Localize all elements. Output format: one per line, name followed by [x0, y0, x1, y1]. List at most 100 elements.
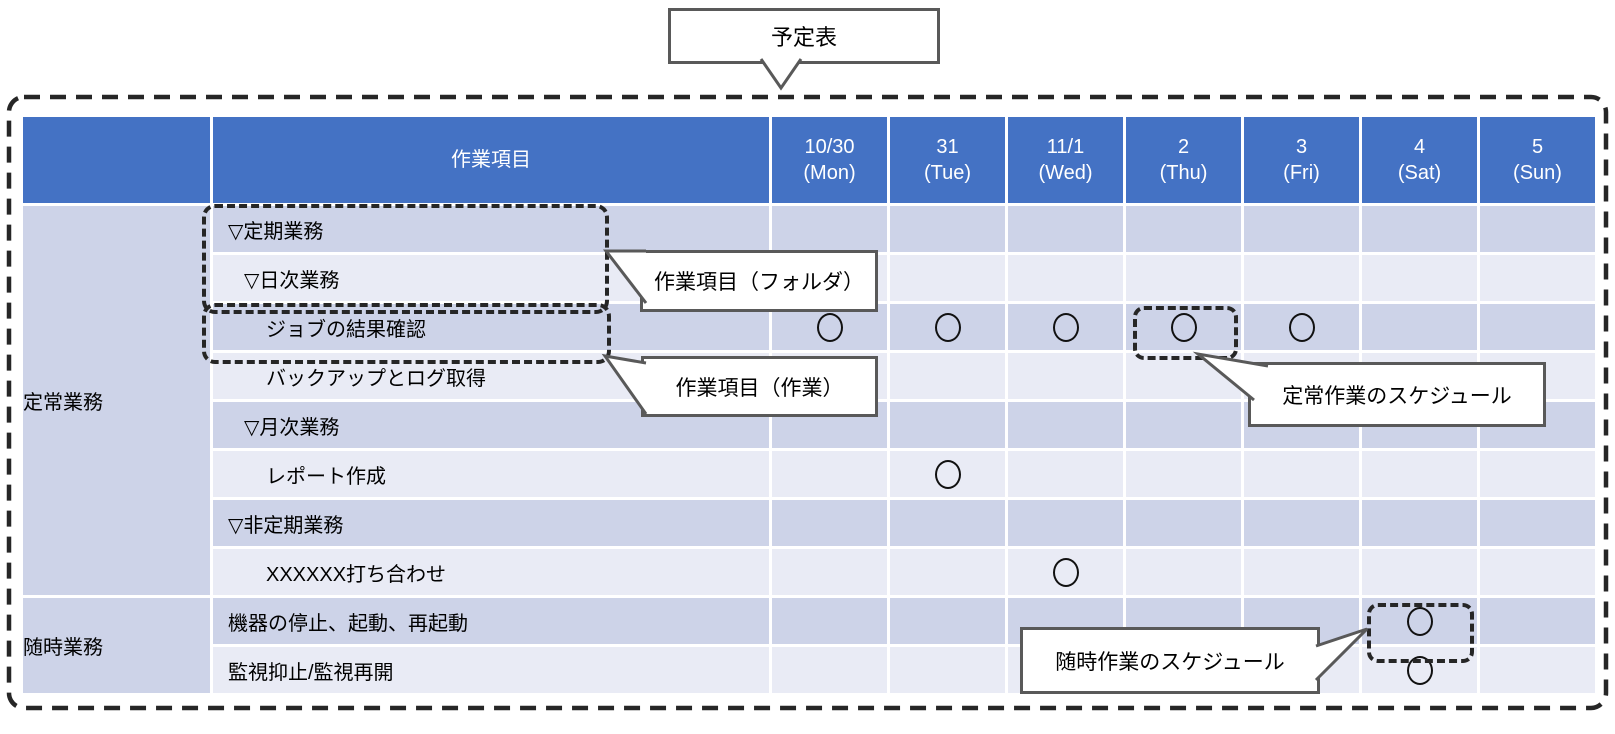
regular-schedule-callout: 定常作業のスケジュール	[1248, 362, 1546, 427]
day-header-dow: (Mon)	[803, 162, 856, 184]
day-header-wed: 11/1(Wed)	[1008, 117, 1123, 203]
folder-item-callout-label: 作業項目（フォルダ）	[654, 271, 864, 294]
day-header-date: 10/30	[804, 136, 855, 158]
schedule-cell	[1244, 549, 1359, 595]
schedule-cell	[1244, 304, 1359, 350]
day-header-tue: 31 (Tue)	[890, 117, 1005, 203]
schedule-cell	[1008, 304, 1123, 350]
table-row: ▽非定期業務	[23, 500, 1595, 546]
schedule-cell	[890, 206, 1005, 252]
schedule-cell	[1008, 255, 1123, 301]
item-label-cell: ▽非定期業務	[213, 500, 769, 546]
day-header-dow: (Sun)	[1513, 162, 1562, 184]
schedule-cell	[1008, 451, 1123, 497]
schedule-cell	[772, 206, 887, 252]
day-header-sun: 5 (Sun)	[1480, 117, 1595, 203]
schedule-cell	[890, 500, 1005, 546]
schedule-cell	[1244, 206, 1359, 252]
table-header: 作業項目 10/30 (Mon) 31 (Tue) 11/1(Wed) 2 (Thu) 3 (Fr…	[23, 117, 1595, 203]
schedule-cell	[890, 402, 1005, 448]
schedule-cell	[1244, 500, 1359, 546]
group-cell: 随時業務	[23, 598, 210, 693]
schedule-cell	[772, 500, 887, 546]
schedule-cell	[1244, 255, 1359, 301]
schedule-cell	[1126, 402, 1241, 448]
task-item-dashed-box	[202, 303, 611, 364]
schedule-cell	[1362, 206, 1477, 252]
circle-mark	[1288, 312, 1315, 342]
schedule-cell	[1126, 206, 1241, 252]
regular-schedule-callout-label: 定常作業のスケジュール	[1282, 384, 1512, 408]
table-row: 監視抑止/監視再開	[23, 647, 1595, 693]
schedule-cell	[1480, 304, 1595, 350]
corner-header-cell	[23, 117, 210, 203]
day-header-date: 5	[1531, 136, 1544, 158]
schedule-cell	[1008, 500, 1123, 546]
day-header-date: 31	[936, 136, 959, 158]
schedule-cell	[890, 304, 1005, 350]
circle-mark	[934, 312, 961, 342]
schedule-cell	[890, 598, 1005, 644]
day-header-dow: (Fri)	[1283, 162, 1320, 184]
schedule-cell	[1480, 500, 1595, 546]
schedule-cell	[772, 598, 887, 644]
item-column-header: 作業項目	[213, 117, 769, 203]
folder-item-callout: 作業項目（フォルダ）	[640, 250, 878, 312]
schedule-cell	[1008, 402, 1123, 448]
folder-items-dashed-box	[202, 204, 609, 314]
schedule-cell	[1480, 598, 1595, 644]
circle-mark	[934, 459, 961, 489]
schedule-cell	[1362, 549, 1477, 595]
schedule-cell	[1126, 500, 1241, 546]
day-header-thu: 2 (Thu)	[1126, 117, 1241, 203]
schedule-cell	[1480, 206, 1595, 252]
schedule-cell	[890, 647, 1005, 693]
adhoc-schedule-callout: 随時作業のスケジュール	[1020, 627, 1320, 694]
schedule-cell	[890, 549, 1005, 595]
schedule-cell	[772, 451, 887, 497]
title-callout: 予定表	[668, 8, 940, 64]
item-label-cell: レポート作成	[213, 451, 769, 497]
adhoc-schedule-mark-dashed-box	[1367, 603, 1474, 663]
table-row: 随時業務機器の停止、起動、再起動	[23, 598, 1595, 693]
schedule-cell	[1362, 451, 1477, 497]
schedule-cell	[1362, 304, 1477, 350]
day-header-dow: (Wed)	[1038, 162, 1093, 184]
schedule-cell	[1126, 255, 1241, 301]
schedule-cell	[1480, 647, 1595, 693]
item-label-cell: 監視抑止/監視再開	[213, 647, 769, 693]
title-callout-label: 予定表	[770, 25, 837, 50]
item-label-cell: XXXXXX打ち合わせ	[213, 549, 769, 595]
task-item-callout: 作業項目（作業）	[641, 356, 878, 417]
schedule-cell	[1244, 451, 1359, 497]
day-header-dow: (Tue)	[923, 162, 972, 184]
adhoc-schedule-callout-label: 随時作業のスケジュール	[1055, 650, 1285, 674]
item-label-cell: 機器の停止、起動、再起動	[213, 598, 769, 644]
schedule-cell	[890, 255, 1005, 301]
schedule-cell	[1480, 549, 1595, 595]
schedule-cell	[772, 647, 887, 693]
day-header-date: 2	[1177, 136, 1190, 158]
schedule-cell	[890, 353, 1005, 399]
table-row: XXXXXX打ち合わせ	[23, 549, 1595, 595]
schedule-cell	[1008, 549, 1123, 595]
day-header-sat: 4 (Sat)	[1362, 117, 1477, 203]
day-header-fri: 3 (Fri)	[1244, 117, 1359, 203]
schedule-cell	[1480, 451, 1595, 497]
day-header-date: 4	[1413, 136, 1426, 158]
schedule-cell	[1126, 549, 1241, 595]
day-header-mon: 10/30 (Mon)	[772, 117, 887, 203]
schedule-cell	[1008, 353, 1123, 399]
day-header-dow: (Thu)	[1159, 162, 1208, 184]
schedule-cell	[1008, 206, 1123, 252]
task-item-callout-label: 作業項目（作業）	[675, 376, 844, 400]
schedule-cell	[1362, 255, 1477, 301]
day-header-date: 3	[1295, 136, 1308, 158]
circle-mark	[1052, 557, 1079, 587]
circle-mark	[816, 312, 843, 342]
schedule-cell	[1480, 255, 1595, 301]
schedule-cell	[890, 451, 1005, 497]
day-header-dow: (Sat)	[1397, 162, 1442, 184]
regular-schedule-mark-dashed-box	[1133, 306, 1238, 360]
